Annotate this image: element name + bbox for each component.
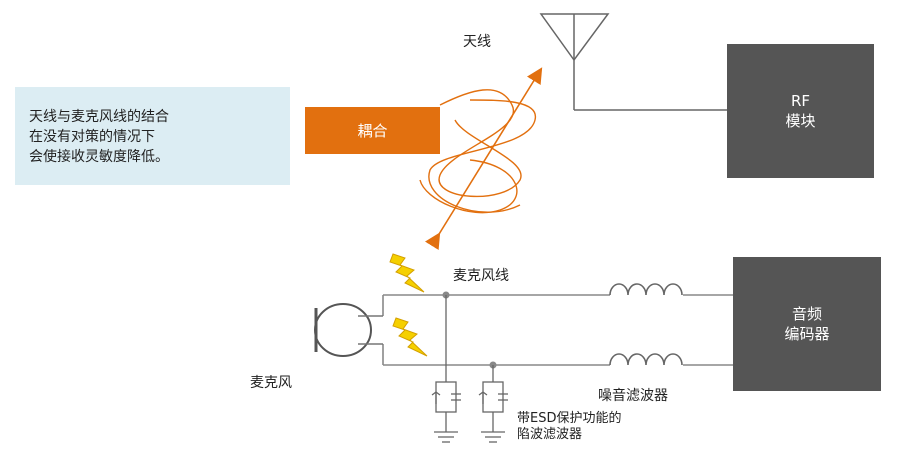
note-line: 会使接收灵敏度降低。 xyxy=(29,149,169,165)
audio-codec-line2: 编码器 xyxy=(784,325,830,343)
rf-module-box: RF 模块 xyxy=(727,44,874,178)
lightning-icon xyxy=(389,253,425,293)
coupling-wave-icon xyxy=(419,67,543,251)
microphone-label: 麦克风 xyxy=(250,375,292,391)
rf-module-line2: 模块 xyxy=(785,112,816,130)
note-line: 天线与麦克风线的结合 xyxy=(29,109,169,125)
microphone-icon xyxy=(314,295,384,365)
esd-filter-label-line1: 带ESD保护功能的 xyxy=(517,411,622,426)
inductor-icon xyxy=(609,283,683,366)
note-line: 在没有对策的情况下 xyxy=(29,129,155,145)
mic-line-label: 麦克风线 xyxy=(453,268,509,284)
mic-signal-lines xyxy=(383,291,733,369)
audio-codec-line1: 音频 xyxy=(791,305,822,323)
coupling-label: 耦合 xyxy=(357,122,388,140)
noise-filter-label: 噪音滤波器 xyxy=(598,388,668,404)
coupling-box: 耦合 xyxy=(305,107,440,154)
esd-filter-icon xyxy=(478,365,508,443)
rf-module-line1: RF xyxy=(790,92,811,110)
lightning-icon xyxy=(392,317,428,357)
antenna-label: 天线 xyxy=(463,34,491,50)
antenna-icon xyxy=(539,13,727,111)
esd-filter-label: 带ESD保护功能的 陷波滤波器 xyxy=(517,411,621,443)
esd-filter-label-line2: 陷波滤波器 xyxy=(517,427,583,442)
audio-codec-box: 音频 编码器 xyxy=(733,257,881,391)
esd-filter-icon xyxy=(431,295,461,443)
info-note: 天线与麦克风线的结合 在没有对策的情况下 会使接收灵敏度降低。 xyxy=(15,87,290,185)
